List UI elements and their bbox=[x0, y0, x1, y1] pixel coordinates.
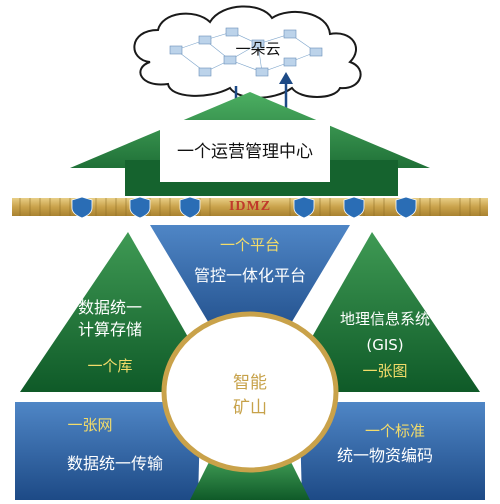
idmz-label: IDMZ bbox=[228, 199, 272, 214]
center-label-line1: 智能 bbox=[233, 373, 267, 393]
platform-subtitle: 一个平台 bbox=[219, 236, 280, 254]
cloud-shape bbox=[133, 5, 362, 99]
segment-upper-left bbox=[20, 232, 200, 392]
material-code-subtitle: 一个标准 bbox=[364, 422, 425, 440]
shield-icon bbox=[293, 196, 315, 219]
segment-top bbox=[150, 225, 350, 345]
compute-storage-title-line1: 数据统一 bbox=[77, 298, 142, 317]
gis-title-line2: (GIS) bbox=[366, 336, 404, 354]
ops-center-house bbox=[70, 92, 430, 196]
center-label-line2: 矿山 bbox=[233, 398, 267, 418]
transmission-title: 数据统一传输 bbox=[66, 454, 163, 473]
segment-lower-right bbox=[300, 402, 485, 500]
segment-bottom bbox=[190, 460, 310, 500]
shield-icon bbox=[179, 196, 201, 219]
compute-storage-subtitle: 一个库 bbox=[87, 357, 133, 375]
shield-icon bbox=[395, 196, 417, 219]
center-hub bbox=[161, 311, 339, 473]
shield-icon bbox=[343, 196, 365, 219]
shield-icon bbox=[129, 196, 151, 219]
cloud-label: 一朵云 bbox=[235, 40, 281, 58]
compute-storage-title-line2: 计算存储 bbox=[77, 320, 142, 339]
platform-title: 管控一体化平台 bbox=[193, 266, 306, 285]
segment-upper-right bbox=[300, 232, 480, 392]
gis-title-line1: 地理信息系统 bbox=[339, 310, 430, 328]
material-code-title: 统一物资编码 bbox=[336, 446, 433, 465]
segment-lower-left bbox=[15, 402, 200, 500]
ops-center-label: 一个运营管理中心 bbox=[177, 142, 313, 162]
shield-icon bbox=[71, 196, 93, 219]
gis-subtitle: 一张图 bbox=[362, 362, 408, 380]
transmission-subtitle: 一张网 bbox=[67, 416, 113, 434]
